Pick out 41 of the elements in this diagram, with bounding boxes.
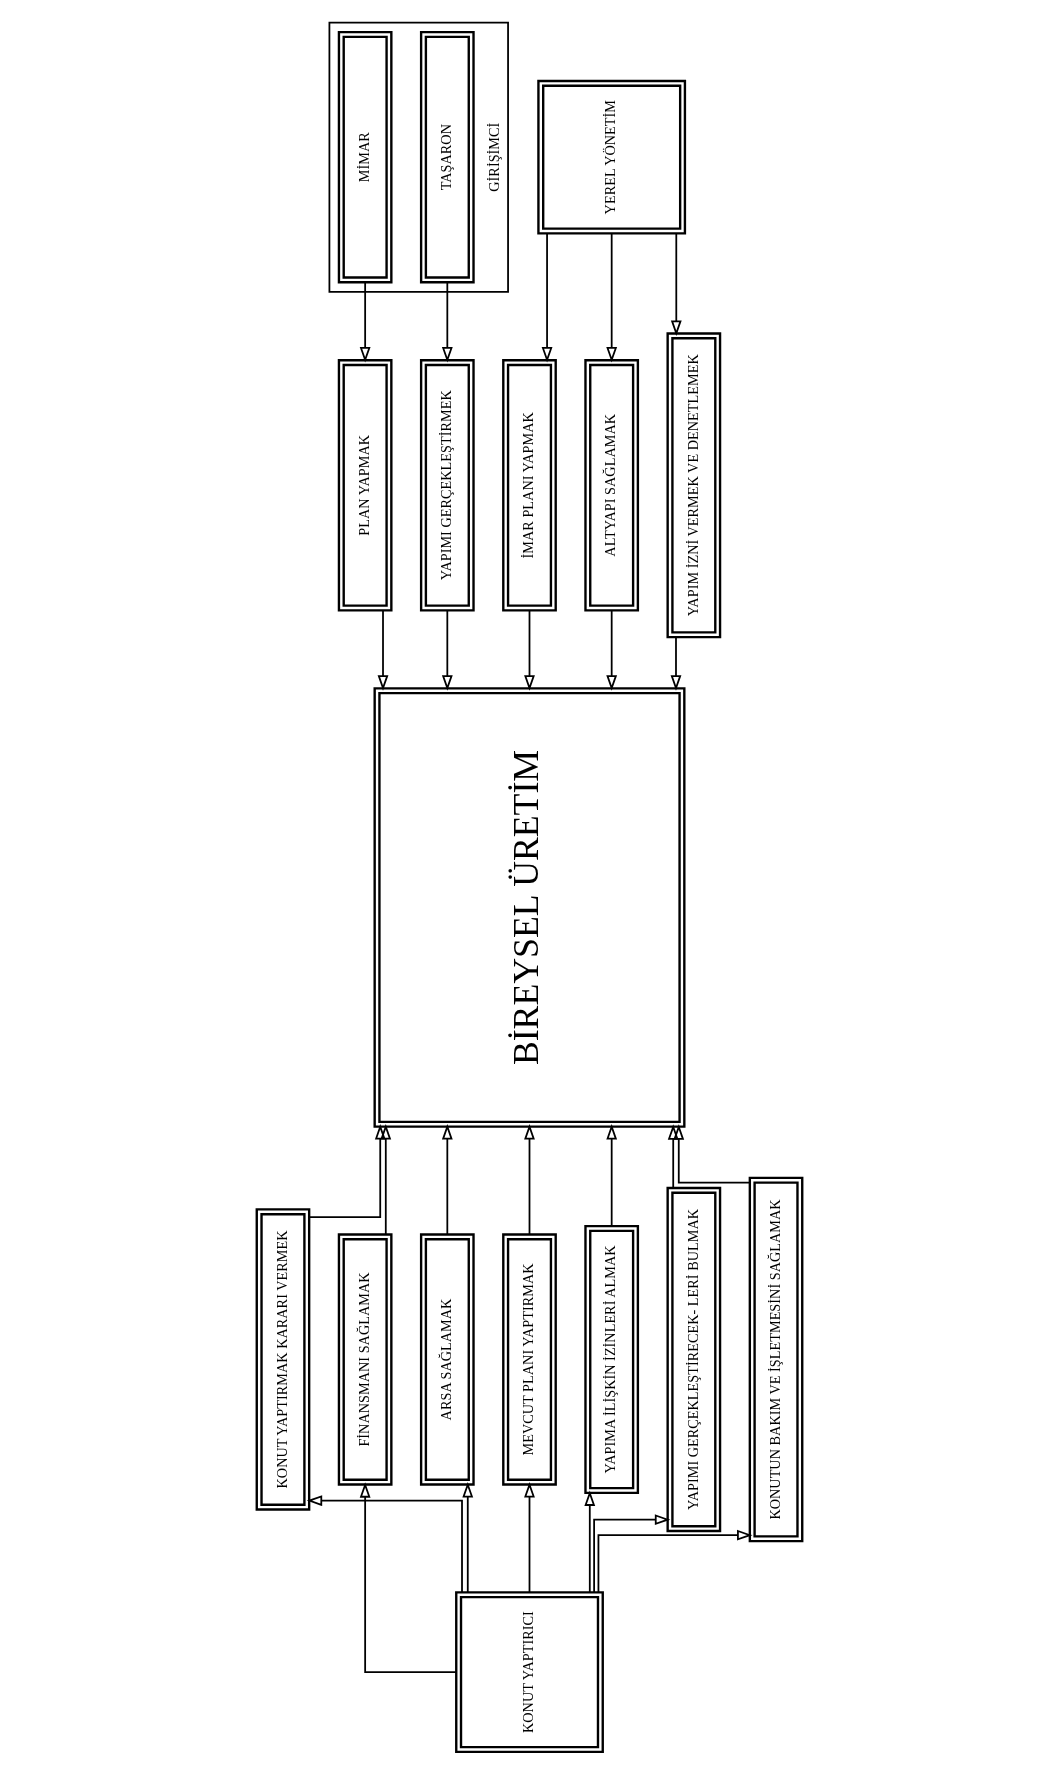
- node-box: YAPIM İZNİ VERMEK VE DENETLEMEK: [665, 332, 721, 639]
- arrow: [672, 1124, 750, 1184]
- node-box: İMAR PLANI YAPMAK: [501, 359, 557, 612]
- arrow: [592, 1514, 670, 1593]
- arrow: [583, 1490, 595, 1593]
- node-box: MEVCUT PLANI YAPTIRMAK: [501, 1233, 557, 1486]
- node-box: YAPIMI GERÇEKLEŞTİRMEK: [419, 359, 475, 612]
- node-box: YAPIMI GERÇEKLEŞTİRECEK- LERİ BULMAK: [665, 1186, 721, 1533]
- arrow: [377, 609, 388, 691]
- arrow: [597, 1529, 753, 1593]
- arrow: [306, 1495, 463, 1593]
- arrow: [523, 609, 535, 691]
- arrow: [379, 1124, 391, 1236]
- arrow: [523, 1481, 535, 1593]
- node-box: TAŞARON: [419, 30, 475, 284]
- node-box: FİNANSMANI SAĞLAMAK: [337, 1233, 393, 1486]
- node-box: BİREYSEL ÜRETİM: [373, 687, 686, 1128]
- arrow: [441, 1124, 453, 1236]
- arrow: [359, 1482, 457, 1673]
- arrow: [605, 1124, 617, 1227]
- arrow: [461, 1481, 473, 1593]
- node-box: MİMAR: [337, 30, 393, 284]
- arrow: [667, 1124, 679, 1189]
- node-box: PLAN YAPMAK: [337, 359, 393, 612]
- arrow: [541, 232, 552, 363]
- arrow: [605, 609, 617, 691]
- node-box: ARSA SAĞLAMAK: [419, 1233, 475, 1486]
- arrow: [523, 1124, 535, 1236]
- arrow: [670, 636, 681, 691]
- node-box: KONUT YAPTIRMAK KARARI VERMEK: [255, 1208, 310, 1511]
- arrow: [441, 609, 453, 691]
- node-box: YAPIMA İLİŞKİN İZİNLERİ ALMAK: [583, 1224, 639, 1495]
- arrow: [308, 1124, 386, 1219]
- arrow: [605, 232, 617, 363]
- node-box: KONUT YAPTIRICI: [454, 1591, 604, 1754]
- arrow: [670, 232, 682, 336]
- arrow: [441, 281, 453, 363]
- node-box: KONUTUN BAKIM VE İŞLETMESİNİ SAĞLAMAK: [748, 1176, 803, 1543]
- arrow: [359, 281, 371, 363]
- node-box: ALTYAPI SAĞLAMAK: [583, 359, 639, 612]
- node-box: YEREL YÖNETİM: [536, 79, 686, 235]
